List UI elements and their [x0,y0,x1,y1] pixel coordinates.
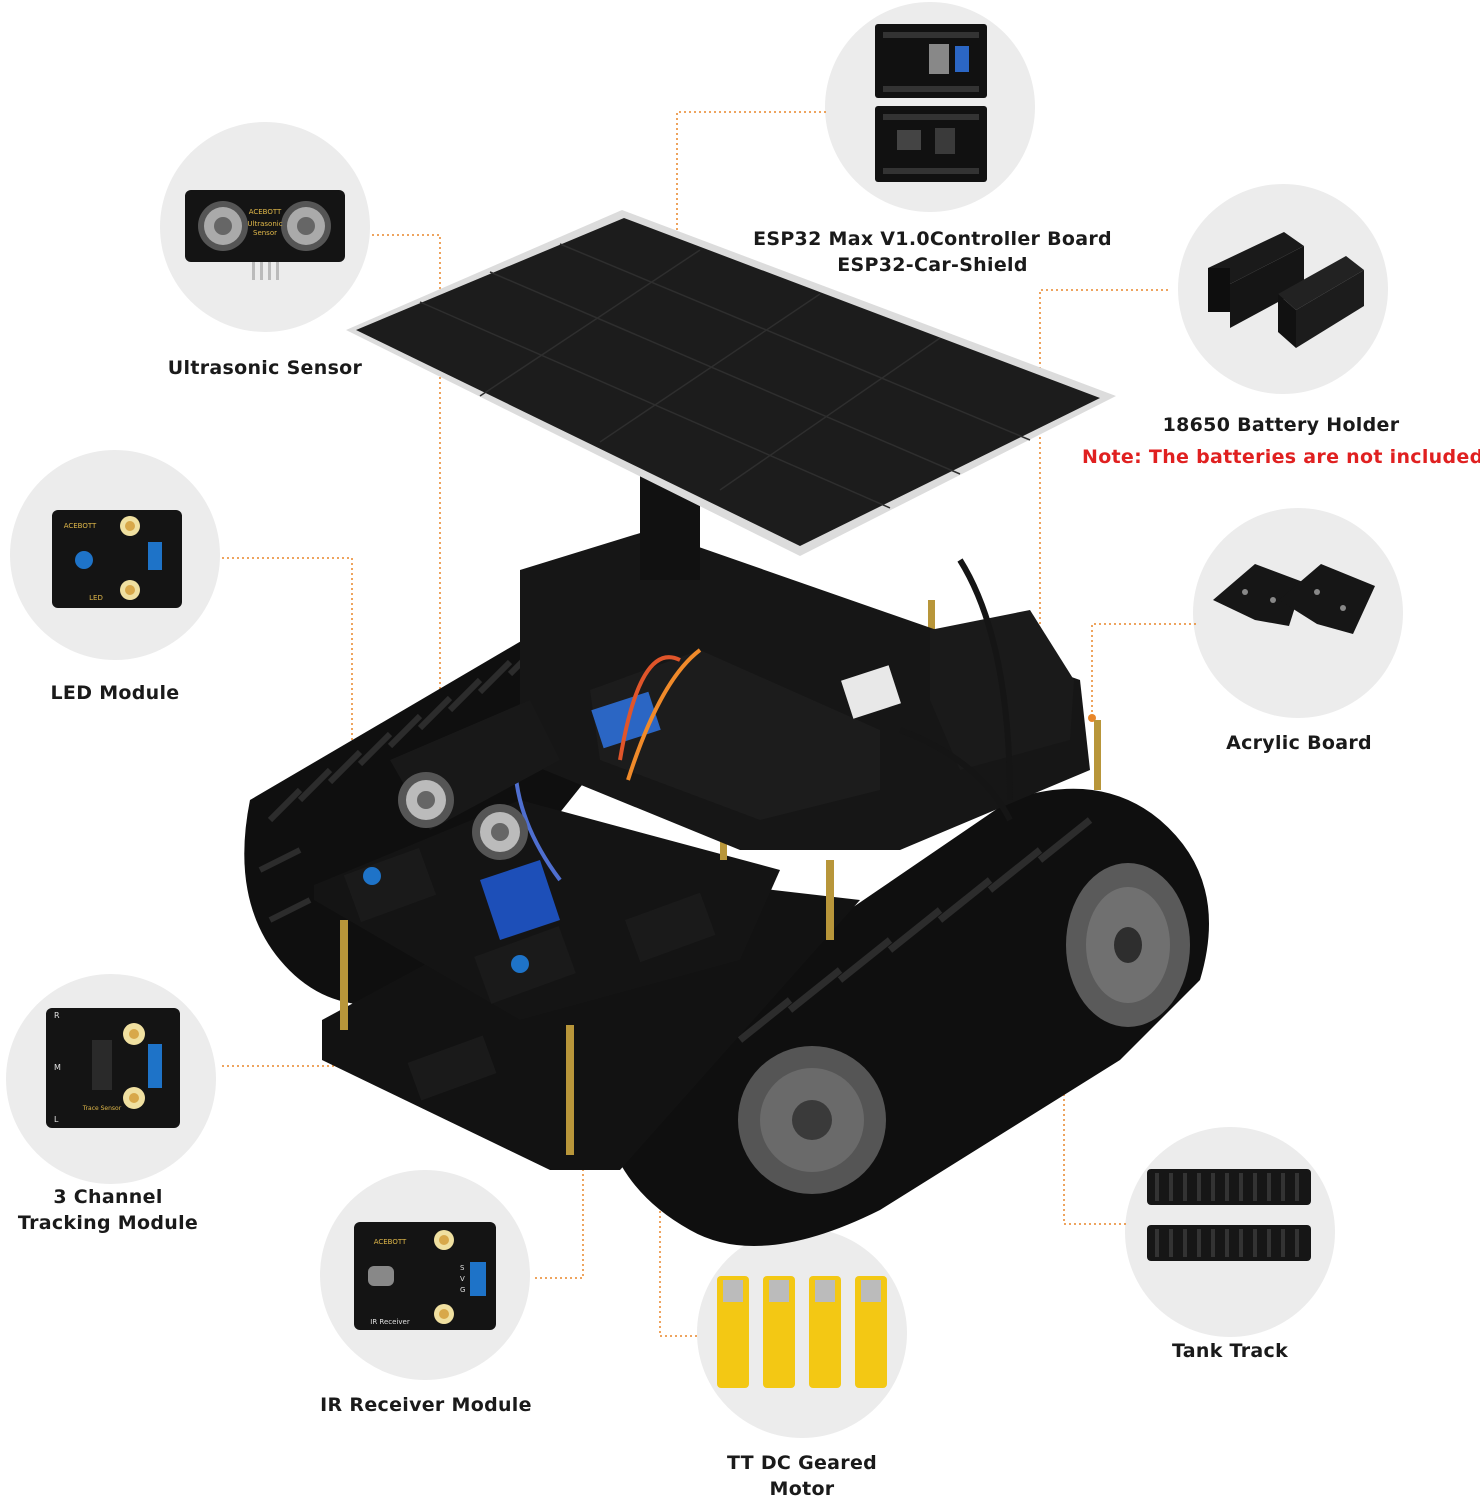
led-module-image: ACEBOTT LED [52,510,182,608]
car-ultrasonic [390,700,560,940]
ir-receiver-image: ACEBOTT IR Receiver S V G [354,1222,496,1330]
ir-pin-s: S [460,1264,465,1272]
led-module-circle: ACEBOTT LED [10,450,220,660]
ir-pin-g: G [460,1286,465,1294]
battery-holder-circle [1178,184,1388,394]
motor-label-line-2: Motor [769,1478,835,1500]
ir-pin-v: V [460,1275,465,1283]
led-module-label: LED Module [0,680,230,706]
ultrasonic-sensor-label: Ultrasonic Sensor [150,355,380,381]
tracking-label-m: M [54,1063,61,1072]
ultrasonic-model-text-2: Sensor [253,229,277,237]
acrylic-board-circle [1193,508,1403,718]
ir-receiver-label-line: IR Receiver Module [320,1394,532,1416]
solar-panel [346,210,1116,556]
ultrasonic-model-text: Ultrasonic [247,220,282,228]
tracking-label-r: R [54,1011,60,1020]
ultrasonic-sensor-image: ACEBOTT Ultrasonic Sensor [185,190,345,280]
battery-holder-image [1208,232,1364,348]
tracking-label-l: L [54,1115,59,1124]
battery-holder-label: 18650 Battery Holder Note: The batteries… [1082,412,1480,470]
controller-board-label-line-1: ESP32 Max V1.0Controller Board [753,228,1112,250]
motor-image [717,1276,887,1388]
ultrasonic-sensor-label-line: Ultrasonic Sensor [167,357,363,379]
controller-board-circle [825,2,1035,212]
tracking-module-image: R M L Trace Sensor [46,1008,180,1128]
motor-label: TT DC Geared Motor [690,1450,914,1502]
controller-board-label: ESP32 Max V1.0Controller Board ESP32-Car… [740,226,1125,278]
ir-module-brand: ACEBOTT [374,1238,407,1246]
controller-board-label-line-2: ESP32-Car-Shield [837,254,1028,276]
right-track [600,788,1209,1246]
ir-module-text: IR Receiver [370,1318,410,1326]
acrylic-board-label: Acrylic Board [1185,730,1413,756]
tracking-module-circle: R M L Trace Sensor [6,974,216,1184]
tank-track-circle [1125,1127,1335,1337]
acrylic-board-image [1213,564,1375,634]
ultrasonic-sensor-circle: ACEBOTT Ultrasonic Sensor [160,122,370,332]
tracking-module-label-line-2: Tracking Module [17,1212,199,1234]
battery-holder-label-line: 18650 Battery Holder [1162,414,1400,436]
tracking-module-label: 3 Channel Tracking Module [0,1184,216,1236]
tracking-module-label-line-1: 3 Channel [53,1186,163,1208]
motor-label-line-1: TT DC Geared [726,1452,878,1474]
tank-track-label-line: Tank Track [1171,1340,1289,1362]
controller-board-image [875,24,987,182]
motor-circle [697,1228,907,1438]
led-module-text: LED [89,594,103,602]
acrylic-board-label-line: Acrylic Board [1226,732,1372,754]
led-module-label-line: LED Module [50,682,180,704]
tank-track-image [1147,1169,1311,1261]
battery-note: Note: The batteries are not included. [1082,446,1480,468]
ir-receiver-circle: ACEBOTT IR Receiver S V G [320,1170,530,1380]
tracking-module-text: Trace Sensor [82,1105,122,1112]
led-module-brand: ACEBOTT [64,522,97,530]
tank-track-label: Tank Track [1120,1338,1340,1364]
ultrasonic-brand-text: ACEBOTT [249,208,282,216]
ir-receiver-label: IR Receiver Module [300,1392,552,1418]
controller-board [590,650,880,820]
